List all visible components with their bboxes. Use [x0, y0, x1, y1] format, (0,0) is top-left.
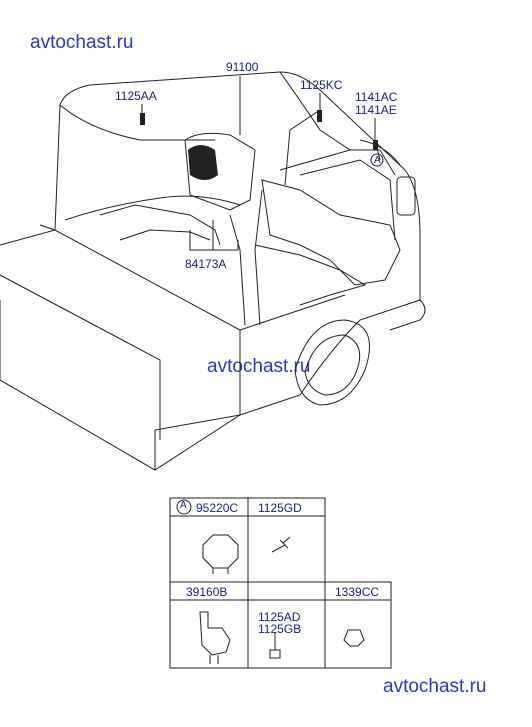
watermark-middle: avtochast.ru: [207, 356, 311, 377]
mirror: [396, 176, 416, 216]
part-39160b-label: 39160B: [186, 585, 228, 599]
callout-84173a: 84173A: [185, 257, 227, 271]
part-1125ad-label: 1125AD: [258, 610, 301, 624]
callout-1125aa: 1125AA: [115, 89, 157, 103]
callout-1125kc: 1125KC: [300, 78, 343, 92]
watermark-bottom: avtochast.ru: [383, 676, 487, 697]
callout-1141ae: 1141AE: [355, 103, 397, 117]
part-1125gb-label: 1125GB: [258, 622, 302, 636]
part-1125ad-sketch: [269, 632, 281, 659]
watermark-top: avtochast.ru: [30, 32, 134, 53]
part-39160b-sketch: [199, 611, 231, 656]
truck-bed: [0, 229, 241, 471]
part-95220c-sketch: [202, 534, 239, 569]
part-1125gd-label: 1125GD: [258, 501, 302, 515]
part-1125gd-sketch: [271, 536, 291, 553]
part-1339cc-sketch: [343, 629, 365, 647]
parts-table-grid: [169, 497, 392, 669]
front-wheel: [294, 319, 370, 406]
table-a-marker: A: [180, 500, 187, 511]
cab-outline: [54, 71, 421, 300]
callout-1141ac: 1141AC: [355, 90, 398, 104]
callout-91100: 91100: [226, 60, 259, 74]
part-1339cc-label: 1339CC: [335, 585, 380, 599]
part-95220c-label: 95220C: [196, 501, 239, 515]
reference-a-marker: A: [374, 155, 381, 166]
